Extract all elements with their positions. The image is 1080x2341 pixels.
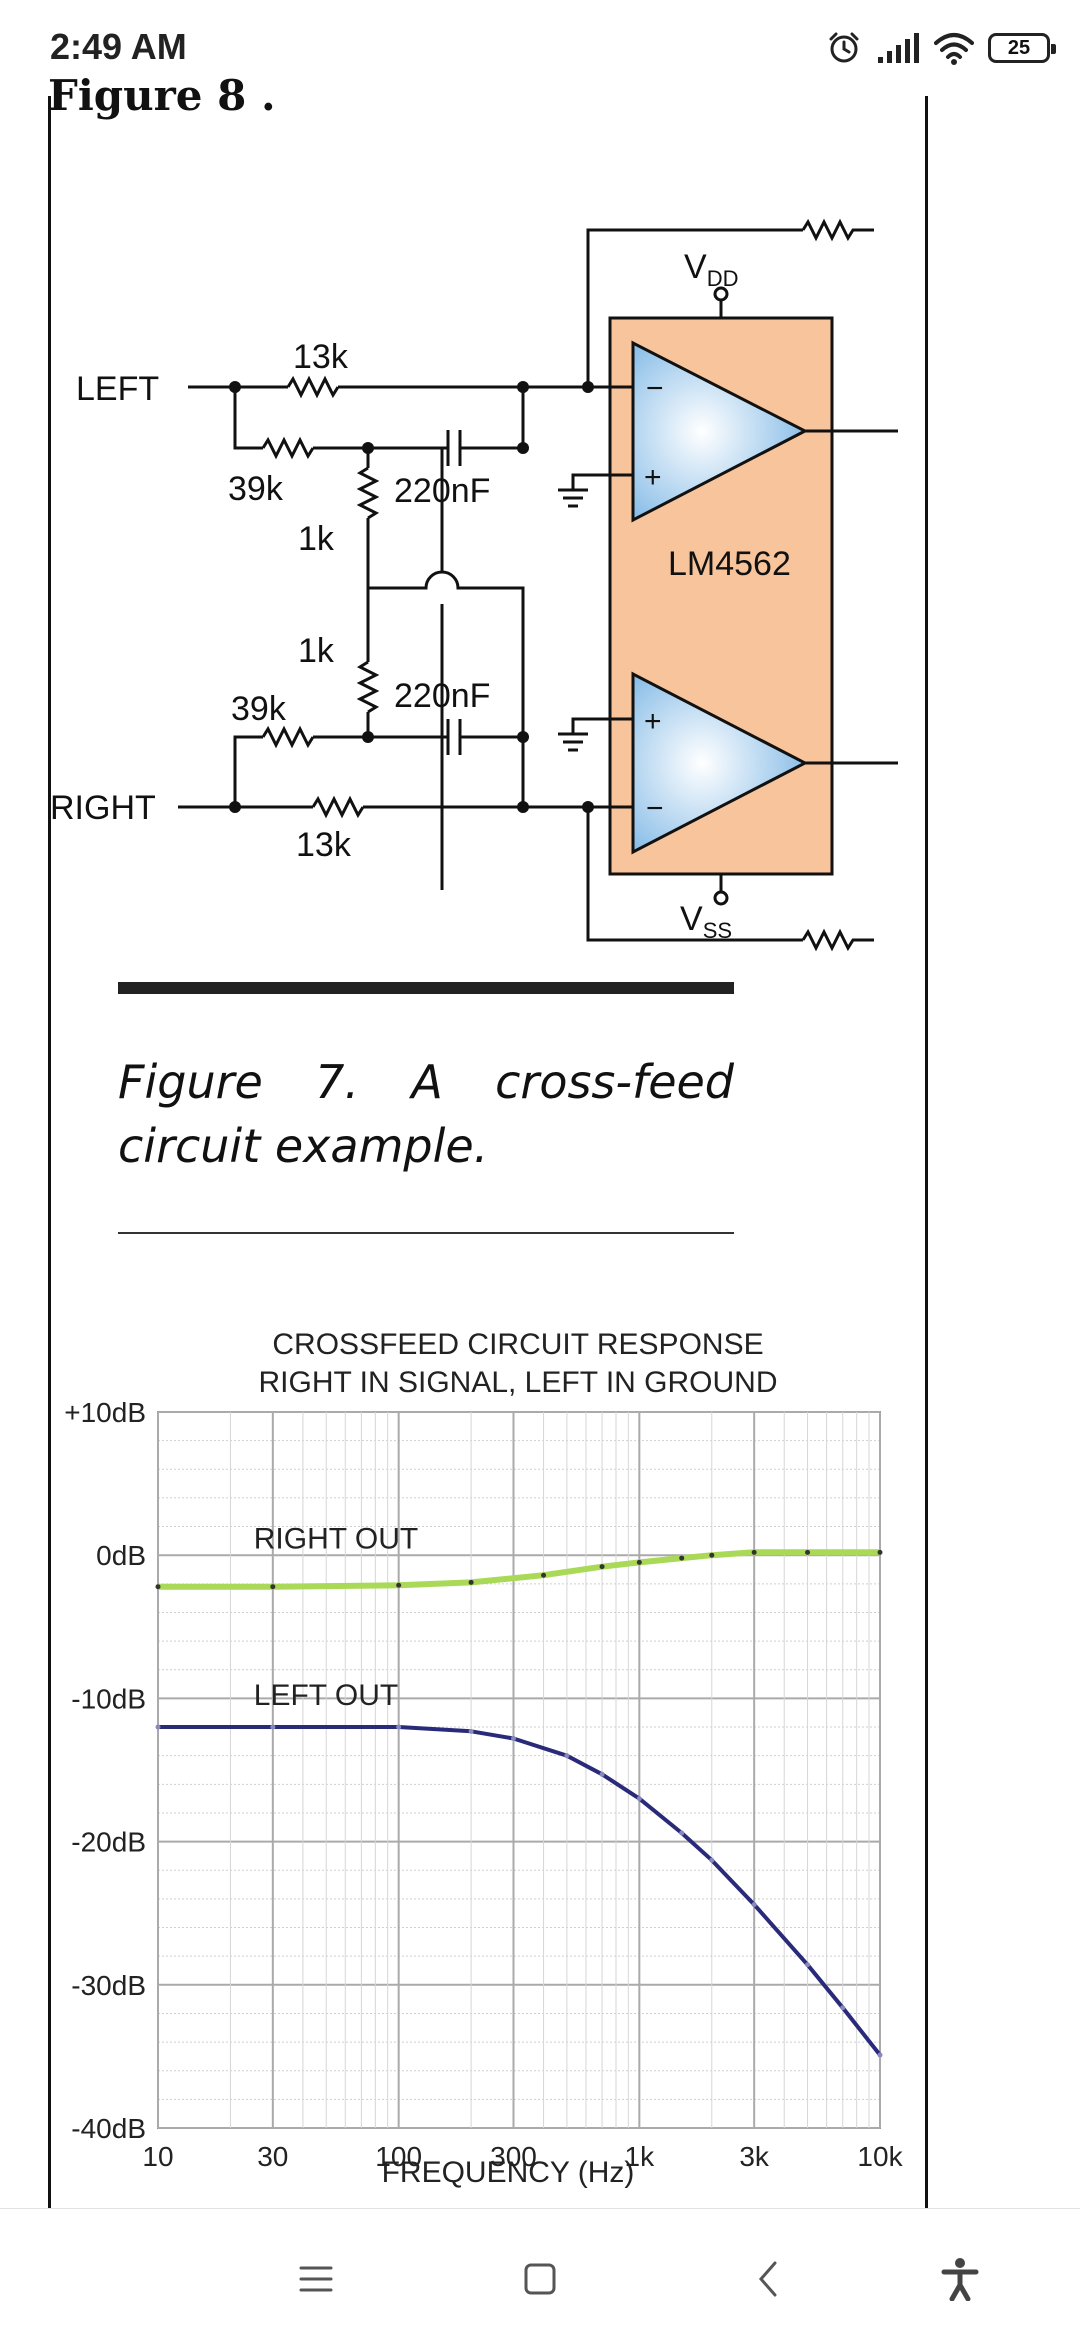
chart-data-point — [564, 1753, 570, 1759]
chart-data-point — [679, 1830, 685, 1836]
label-220nf-top: 220nF — [394, 472, 490, 510]
chart-title-line1: CROSSFEED CIRCUIT RESPONSE — [272, 1328, 763, 1361]
resistor-1k-top — [356, 466, 380, 520]
accessibility-icon — [941, 2258, 979, 2301]
crossfeed-response-chart: CROSSFEED CIRCUIT RESPONSE RIGHT IN SIGN… — [64, 1328, 903, 2189]
home-icon — [524, 2263, 556, 2295]
chart-data-point — [599, 1771, 605, 1777]
back-button[interactable] — [738, 2249, 798, 2309]
feedback-resistor-bottom — [801, 928, 874, 952]
chart-data-point — [636, 1559, 642, 1565]
chart-data-point — [155, 1584, 161, 1590]
label-left: LEFT — [76, 370, 159, 408]
chart-data-point — [510, 1735, 516, 1741]
chart-data-point — [805, 1549, 811, 1555]
chart-x-tick-label: 30 — [257, 2141, 288, 2172]
resistor-1k-bottom — [356, 660, 380, 714]
navigation-bar — [0, 2208, 1080, 2341]
wifi-icon — [934, 33, 974, 65]
chart-x-tick-label: 1k — [625, 2141, 656, 2172]
chart-data-point — [709, 1552, 715, 1558]
label-39k-bottom: 39k — [231, 690, 287, 728]
label-13k-bottom: 13k — [296, 826, 352, 864]
back-icon — [759, 2261, 777, 2297]
label-vss: VSS — [680, 900, 732, 943]
label-39k-top: 39k — [228, 470, 284, 508]
chart-data-point — [599, 1564, 605, 1570]
chart-y-tick-label: -10dB — [71, 1683, 146, 1714]
caption-rule-top — [118, 982, 734, 994]
resistor-13k-bottom — [311, 795, 365, 819]
chart-series-label: RIGHT OUT — [254, 1523, 418, 1556]
label-1k-top: 1k — [298, 520, 335, 558]
home-button[interactable] — [510, 2249, 570, 2309]
label-minus-bottom: − — [646, 792, 664, 825]
chart-x-tick-label: 10 — [142, 2141, 173, 2172]
chart-data-point — [709, 1857, 715, 1863]
chart-y-tick-label: -30dB — [71, 1970, 146, 2001]
chart-data-point — [396, 1582, 402, 1588]
signal-icon — [878, 33, 919, 63]
chart-x-tick-label: 10k — [857, 2141, 903, 2172]
label-vdd: VDD — [684, 248, 738, 291]
label-1k-bottom: 1k — [298, 632, 335, 670]
chart-x-tick-label: 3k — [739, 2141, 770, 2172]
label-right: RIGHT — [50, 789, 156, 827]
chart-data-point — [751, 1902, 757, 1908]
chart-plot-area — [157, 1411, 881, 2129]
resistor-39k-top — [261, 436, 315, 460]
chart-data-point — [877, 2052, 883, 2058]
label-plus-top: + — [644, 461, 662, 494]
chart-data-point — [751, 1549, 757, 1555]
label-ic-name: LM4562 — [668, 545, 791, 583]
chart-x-axis-label: FREQUENCY (Hz) — [382, 2156, 635, 2189]
chart-series-label: LEFT OUT — [254, 1679, 398, 1712]
status-time: 2:49 AM — [50, 26, 187, 67]
label-minus-top: − — [646, 372, 664, 405]
chart-data-point — [468, 1579, 474, 1585]
menu-button[interactable] — [286, 2249, 346, 2309]
opamp-top — [631, 340, 809, 523]
battery-icon: 25 — [988, 33, 1056, 63]
chart-data-point — [541, 1572, 547, 1578]
chart-data-point — [636, 1796, 642, 1802]
resistor-39k-bottom — [261, 725, 315, 749]
label-13k-top: 13k — [293, 338, 349, 376]
crossfeed-circuit-diagram: LEFT RIGHT 13k 39k 1k 220nF 1k 39k 220nF… — [50, 218, 898, 952]
chart-y-tick-label: 0dB — [96, 1540, 146, 1571]
chart-y-tick-label: -40dB — [71, 2113, 146, 2144]
chart-series-line — [158, 1725, 882, 2057]
label-plus-bottom: + — [644, 705, 662, 738]
chart-data-point — [877, 1549, 883, 1555]
chart-y-tick-label: -20dB — [71, 1827, 146, 1858]
chart-data-point — [155, 1724, 161, 1730]
figure7-caption: Figure 7. A cross-feed circuit example. — [118, 1055, 734, 1173]
accessibility-button[interactable] — [930, 2249, 990, 2309]
figure8-heading: Figure 8 . — [48, 74, 276, 120]
chart-series-line — [158, 1549, 880, 1590]
alarm-icon — [829, 32, 859, 63]
menu-icon — [299, 2266, 333, 2292]
opamp-bottom — [631, 671, 809, 855]
chart-data-point — [679, 1555, 685, 1561]
chart-data-point — [840, 2005, 846, 2011]
chart-data-point — [805, 1962, 811, 1968]
caption-rule-bottom — [118, 1232, 734, 1234]
feedback-resistor-top — [801, 218, 874, 242]
chart-title-line2: RIGHT IN SIGNAL, LEFT IN GROUND — [259, 1366, 778, 1399]
chart-x-tick-label: 300 — [490, 2141, 537, 2172]
status-icons: 25 — [826, 26, 1056, 70]
chart-data-point — [270, 1724, 276, 1730]
chart-data-point — [468, 1728, 474, 1734]
chart-data-point — [396, 1724, 402, 1730]
resistor-13k-top — [286, 375, 340, 399]
chart-data-point — [270, 1584, 276, 1590]
chart-x-tick-label: 100 — [375, 2141, 422, 2172]
status-bar: 2:49 AM 25 — [0, 0, 1080, 96]
chart-y-tick-label: +10dB — [64, 1397, 146, 1428]
battery-level: 25 — [1007, 36, 1031, 59]
label-220nf-bottom: 220nF — [394, 677, 490, 715]
